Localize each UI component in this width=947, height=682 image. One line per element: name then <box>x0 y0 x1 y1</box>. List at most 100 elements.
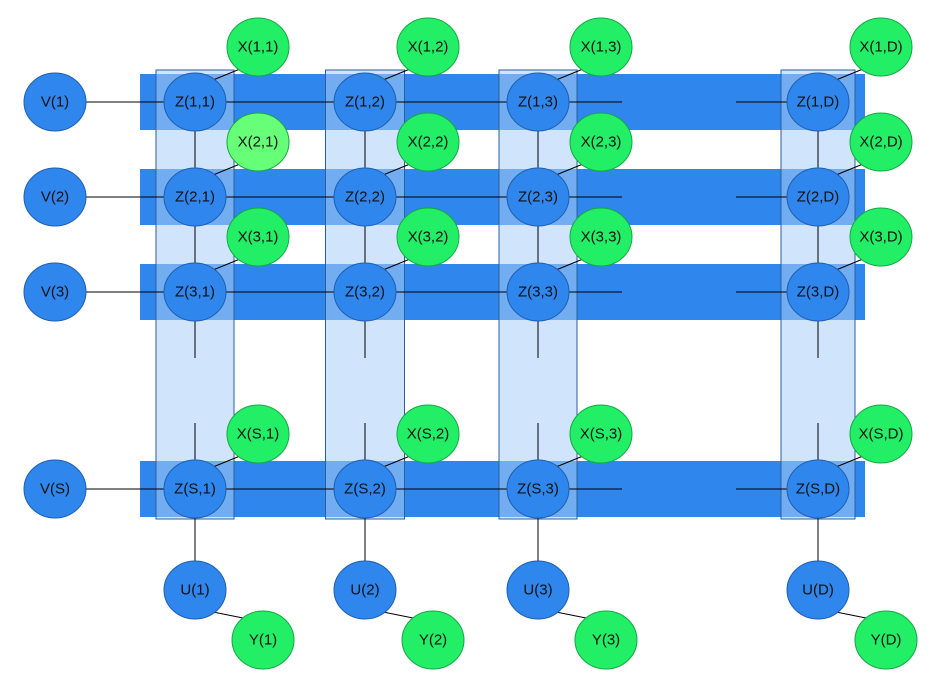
node-U(2): U(2) <box>333 560 397 620</box>
node-V(3): V(3) <box>23 262 87 322</box>
node-Z(2,2)-shape <box>333 167 397 227</box>
node-X(1,1)-label: X(1,1) <box>238 39 279 56</box>
node-V(1): V(1) <box>23 72 87 132</box>
node-X(3,D): X(3,D) <box>849 207 913 267</box>
node-Z(1,2)-shape <box>333 72 397 132</box>
node-Z(3,3): Z(3,3) <box>506 262 570 322</box>
node-X(2,2)-label: X(2,2) <box>408 134 449 151</box>
node-X(2,1)-label: X(2,1) <box>238 134 279 151</box>
node-Z(S,D)-shape <box>786 459 850 519</box>
node-X(3,1)-label: X(3,1) <box>238 229 279 246</box>
node-U(2)-shape <box>333 560 397 620</box>
edge-z-x-1-2 <box>382 68 411 81</box>
node-Z(1,D)-shape <box>786 72 850 132</box>
node-X(3,1): X(3,1) <box>226 207 290 267</box>
node-V(1)-shape <box>23 72 87 132</box>
node-Y(2)-shape <box>401 610 465 670</box>
node-V(1)-label: V(1) <box>41 94 69 111</box>
node-X(2,3): X(2,3) <box>569 112 633 172</box>
node-Z(S,1)-shape <box>163 459 227 519</box>
node-Z(2,D): Z(2,D) <box>786 167 850 227</box>
node-Z(3,2)-shape <box>333 262 397 322</box>
node-X(S,3)-label: X(S,3) <box>580 426 623 443</box>
node-Z(1,1)-label: Z(1,1) <box>175 94 215 111</box>
node-U(3): U(3) <box>506 560 570 620</box>
node-Z(2,D)-shape <box>786 167 850 227</box>
node-Z(2,3): Z(2,3) <box>506 167 570 227</box>
edge-z-x-2-4 <box>835 163 864 176</box>
node-X(2,D): X(2,D) <box>849 112 913 172</box>
node-Z(3,D): Z(3,D) <box>786 262 850 322</box>
node-X(3,1)-shape <box>226 207 290 267</box>
node-Z(S,2): Z(S,2) <box>333 459 397 519</box>
node-X(S,1)-label: X(S,1) <box>237 426 280 443</box>
node-Z(1,3)-label: Z(1,3) <box>518 94 558 111</box>
node-Z(1,3)-shape <box>506 72 570 132</box>
node-X(1,2)-label: X(1,2) <box>408 39 449 56</box>
node-Z(2,1)-label: Z(2,1) <box>175 189 215 206</box>
node-V(2)-shape <box>23 167 87 227</box>
node-Y(2)-label: Y(2) <box>419 632 447 649</box>
node-Y(1)-shape <box>231 610 295 670</box>
node-Z(S,3)-label: Z(S,3) <box>517 481 559 498</box>
node-U(1)-label: U(1) <box>180 582 209 599</box>
node-X(2,2)-shape <box>396 112 460 172</box>
node-Z(S,3): Z(S,3) <box>506 459 570 519</box>
node-V(S): V(S) <box>23 459 87 519</box>
node-Y(2): Y(2) <box>401 610 465 670</box>
edge-z-x-3-3 <box>555 258 584 271</box>
node-V(2)-label: V(2) <box>41 189 69 206</box>
edge-col-2-u-y <box>382 611 414 619</box>
node-Z(1,2): Z(1,2) <box>333 72 397 132</box>
edge-z-x-3-1 <box>212 258 241 271</box>
node-V(3)-label: V(3) <box>41 284 69 301</box>
node-Z(3,3)-shape <box>506 262 570 322</box>
node-V(3)-shape <box>23 262 87 322</box>
node-X(S,2)-label: X(S,2) <box>407 426 450 443</box>
node-Z(S,2)-shape <box>333 459 397 519</box>
node-X(S,2): X(S,2) <box>396 404 460 464</box>
node-Y(D)-shape <box>854 610 918 670</box>
node-Z(S,2)-label: Z(S,2) <box>344 481 386 498</box>
node-Z(2,2)-label: Z(2,2) <box>345 189 385 206</box>
node-X(3,2)-label: X(3,2) <box>408 229 449 246</box>
node-X(2,2): X(2,2) <box>396 112 460 172</box>
node-V(S)-shape <box>23 459 87 519</box>
edge-z-x-2-2 <box>382 163 411 176</box>
node-X(3,3): X(3,3) <box>569 207 633 267</box>
node-X(S,3)-shape <box>569 404 633 464</box>
node-Y(1): Y(1) <box>231 610 295 670</box>
node-X(1,1): X(1,1) <box>226 17 290 77</box>
node-X(S,3): X(S,3) <box>569 404 633 464</box>
edge-z-x-4-2 <box>382 455 411 468</box>
node-X(2,D)-label: X(2,D) <box>859 134 902 151</box>
node-Z(2,1)-shape <box>163 167 227 227</box>
node-Y(3): Y(3) <box>574 610 638 670</box>
node-X(S,2)-shape <box>396 404 460 464</box>
node-X(1,D)-label: X(1,D) <box>859 39 902 56</box>
node-X(3,2): X(3,2) <box>396 207 460 267</box>
node-X(3,3)-shape <box>569 207 633 267</box>
node-X(S,1)-shape <box>226 404 290 464</box>
node-Z(S,D)-label: Z(S,D) <box>796 481 840 498</box>
edge-col-1-u-y <box>212 611 244 619</box>
node-U(3)-shape <box>506 560 570 620</box>
node-X(3,3)-label: X(3,3) <box>581 229 622 246</box>
node-Z(3,D)-shape <box>786 262 850 322</box>
node-Z(1,D): Z(1,D) <box>786 72 850 132</box>
node-Z(3,2): Z(3,2) <box>333 262 397 322</box>
node-U(D)-shape <box>786 560 850 620</box>
node-X(1,2)-shape <box>396 17 460 77</box>
node-X(2,3)-label: X(2,3) <box>581 134 622 151</box>
node-Y(D): Y(D) <box>854 610 918 670</box>
node-V(S)-label: V(S) <box>40 481 70 498</box>
node-Z(3,D)-label: Z(3,D) <box>797 284 840 301</box>
node-Z(1,1): Z(1,1) <box>163 72 227 132</box>
node-Z(3,1)-label: Z(3,1) <box>175 284 215 301</box>
node-X(2,D)-shape <box>849 112 913 172</box>
node-Z(2,D)-label: Z(2,D) <box>797 189 840 206</box>
node-U(1)-shape <box>163 560 227 620</box>
node-X(1,3): X(1,3) <box>569 17 633 77</box>
node-Y(1)-label: Y(1) <box>249 632 277 649</box>
node-X(2,1): X(2,1) <box>226 112 290 172</box>
